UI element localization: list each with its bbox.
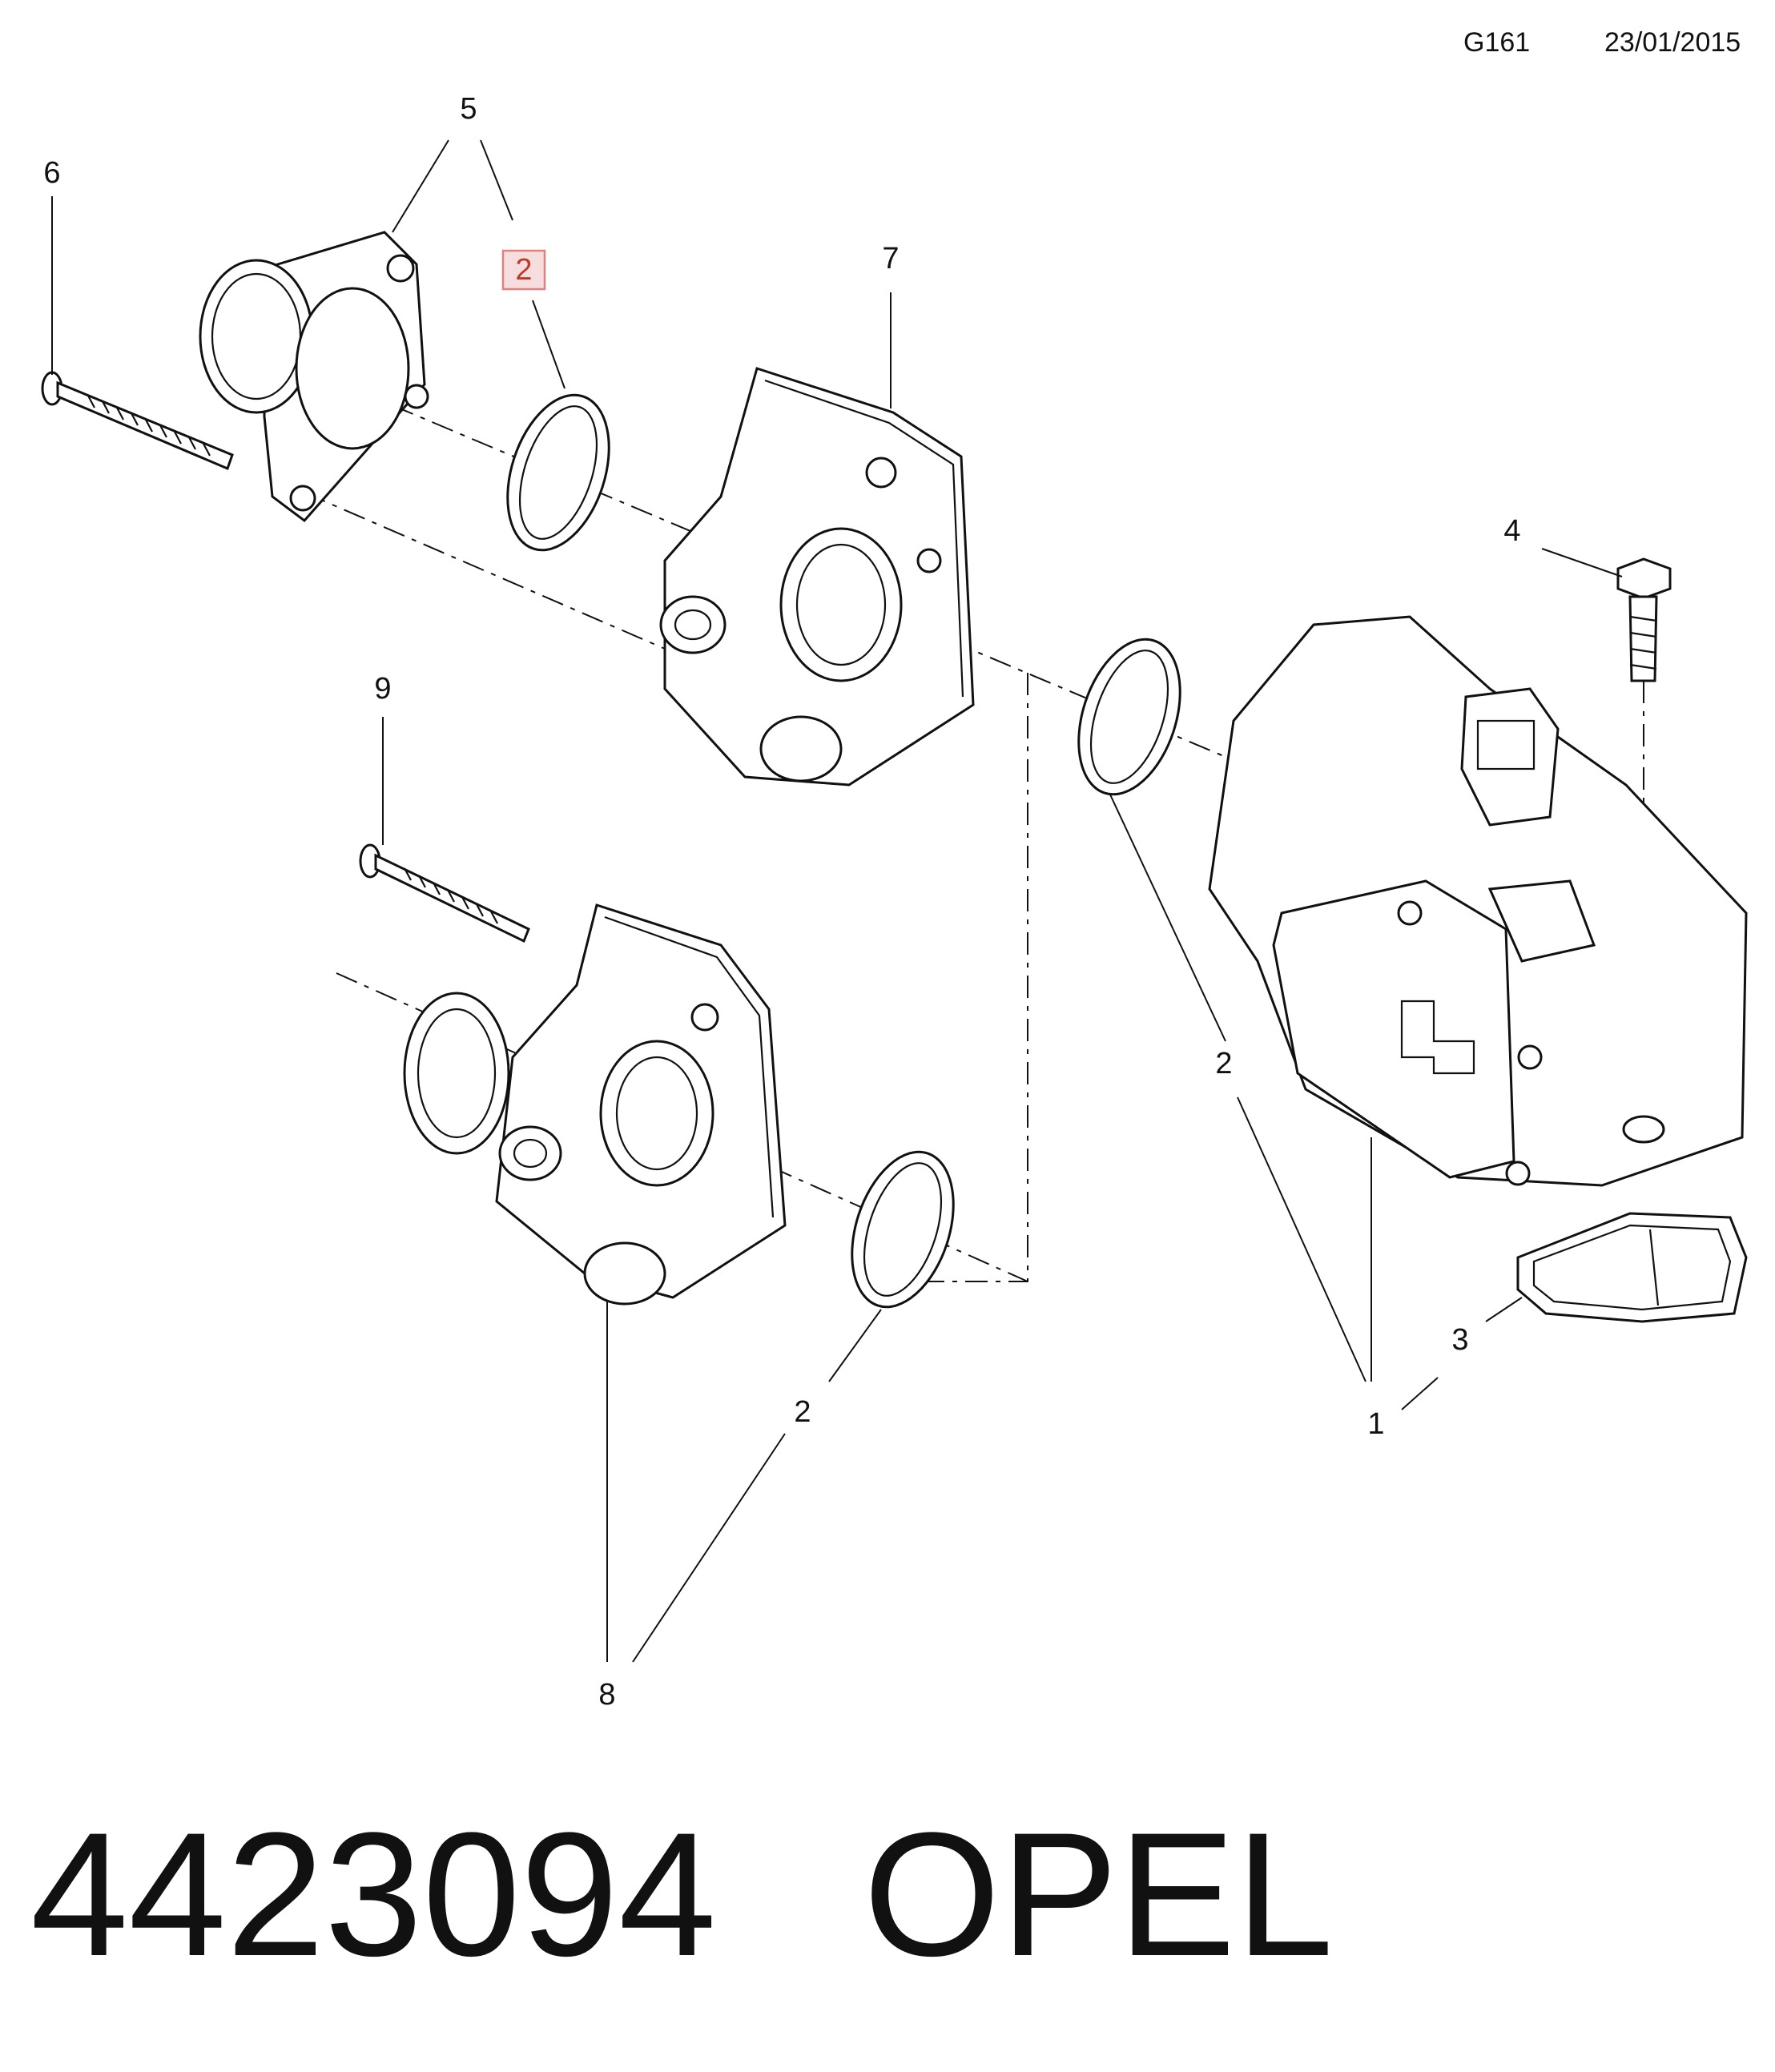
o-ring-part-2-middle	[1077, 638, 1181, 796]
bolt-part-6	[41, 371, 234, 471]
flange-part-5	[199, 231, 429, 523]
bolt-part-9	[359, 843, 530, 943]
callout-8[interactable]: 8	[598, 1678, 615, 1712]
throttle-body-part-7	[659, 367, 975, 787]
diagram-code: G161	[1463, 27, 1531, 58]
brand-name: OPEL	[863, 1796, 1334, 1993]
callout-3[interactable]: 3	[1451, 1323, 1468, 1357]
callout-4[interactable]: 4	[1503, 514, 1520, 548]
gasket-part-3	[1516, 1212, 1748, 1323]
callout-7[interactable]: 7	[882, 242, 899, 276]
callout-2-highlighted[interactable]: 2	[515, 253, 532, 287]
callout-5[interactable]: 5	[460, 92, 477, 126]
diagram-date: 23/01/2015	[1604, 27, 1741, 58]
o-ring-part-2-upper	[506, 393, 610, 552]
part-number: 4423094	[30, 1796, 717, 1993]
callout-2-lower[interactable]: 2	[794, 1395, 811, 1429]
callout-9[interactable]: 9	[374, 672, 391, 706]
leader-lines	[51, 139, 1623, 1663]
o-ring-part-2-lower	[851, 1150, 955, 1309]
callout-labels: 6 5 2 7 4 9 2 3 1 2 8	[43, 92, 1520, 1712]
footer-caption: 4423094 OPEL	[30, 1806, 1334, 1982]
bolt-part-4	[1616, 557, 1672, 682]
exploded-parts-diagram: 6 5 2 7 4 9 2 3 1 2 8	[41, 92, 1748, 1712]
callout-1[interactable]: 1	[1367, 1407, 1384, 1441]
callout-6[interactable]: 6	[43, 156, 60, 190]
callout-2-right[interactable]: 2	[1215, 1047, 1232, 1080]
throttle-body-part-8	[403, 903, 787, 1306]
egr-module-part-1	[1208, 615, 1748, 1187]
callout-2-highlight-box	[501, 249, 546, 291]
